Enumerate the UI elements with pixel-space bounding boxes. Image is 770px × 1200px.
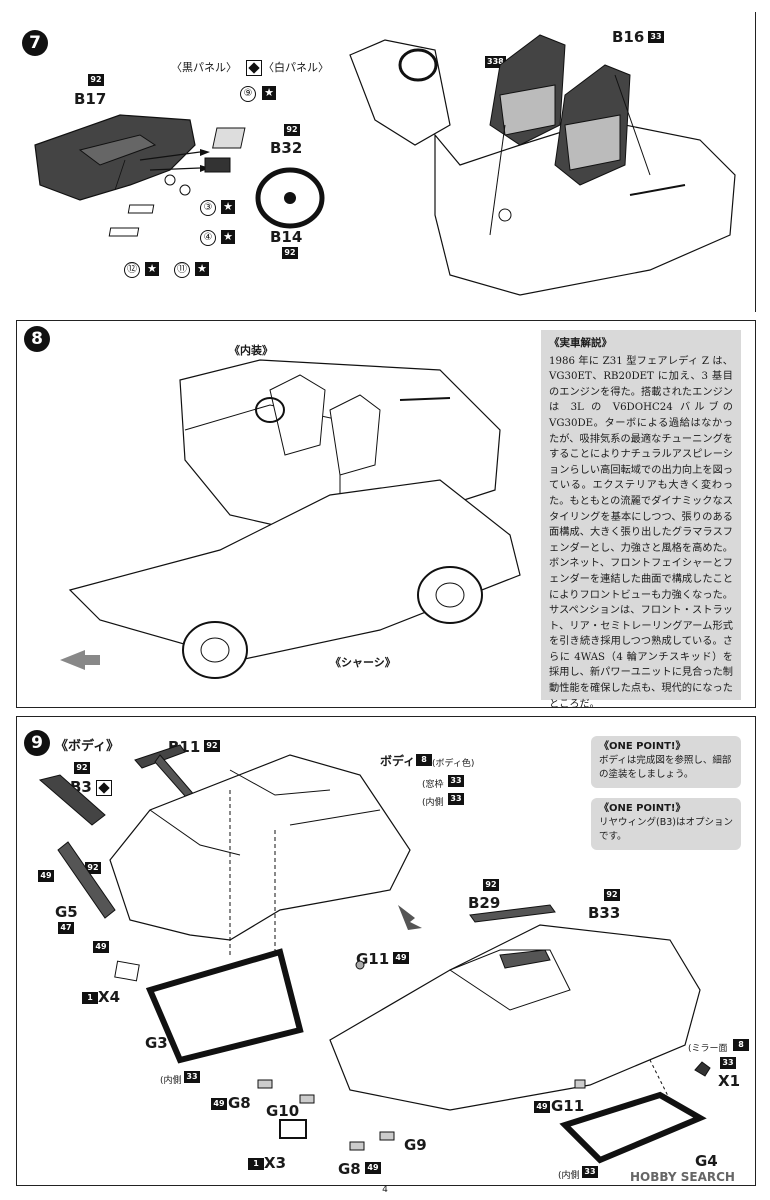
b11-color-code: 92 (204, 740, 220, 752)
part-g3-label: G3 (145, 1034, 168, 1052)
dashboard-illustration (34, 114, 325, 237)
g4-inner-code: 33 (582, 1166, 598, 1178)
b17-color-code: 92 (88, 74, 104, 86)
part-x3-label: X3 (264, 1154, 287, 1172)
part-b14-label: B14 (270, 228, 303, 246)
b33-color-code: 92 (604, 889, 620, 901)
description-title: 《実車解説》 (549, 337, 612, 349)
real-car-description-box: 《実車解説》 1986 年に Z31 型フェアレディ Z は、VG30ET、RB… (541, 330, 741, 710)
g5-color-code-d: 49 (93, 941, 109, 953)
part-g8-top-label: G8 (228, 1094, 251, 1112)
part-x4-label: X4 (98, 988, 121, 1006)
mirror-note: (ミラー面 (688, 1044, 728, 1054)
step-7-number: 7 (22, 30, 48, 56)
one-point-1-text: ボディは完成図を参照し、細部の塗装をしましょう。 (599, 755, 732, 780)
part-g10-label: G10 (266, 1102, 300, 1120)
one-point-box-1: 《ONE POINT!》 ボディは完成図を参照し、細部の塗装をしましょう。 (591, 736, 741, 788)
b3-color-code: 92 (74, 762, 90, 774)
body-color-note: (ボディ色) (432, 759, 475, 769)
part-b33-label: B33 (588, 904, 621, 922)
one-point-2-title: 《ONE POINT!》 (599, 803, 686, 814)
g3-inner-code: 33 (184, 1071, 200, 1083)
g5-color-code-b: 92 (85, 862, 101, 874)
decal-12-marker: ⑫ (124, 262, 140, 278)
part-g4-label: G4 (695, 1152, 718, 1170)
one-point-1-title: 《ONE POINT!》 (599, 741, 686, 752)
white-panel-label: 〈白パネル〉 (263, 61, 329, 74)
body-section-label: 《ボディ》 (55, 739, 120, 754)
part-g9-label: G9 (404, 1136, 427, 1154)
star-icon: ★ (221, 200, 235, 214)
star-icon: ★ (195, 262, 209, 276)
b29-color-code: 92 (483, 879, 499, 891)
decal-4-marker: ④ (200, 230, 216, 246)
inner-note: (内側 (422, 798, 444, 808)
black-white-panel-icon (246, 60, 262, 76)
star-icon: ★ (221, 230, 235, 244)
star-icon: ★ (145, 262, 159, 276)
part-g5-label: G5 (55, 903, 78, 921)
part-x1-label: X1 (718, 1072, 741, 1090)
step-8-number: 8 (24, 326, 50, 352)
decal-3-marker: ③ (200, 200, 216, 216)
b14-color-code: 92 (282, 247, 298, 259)
x4-code: 1 (82, 992, 98, 1004)
g11-top-color-code: 49 (393, 952, 409, 964)
one-point-box-2: 《ONE POINT!》 リヤウィング(B3)はオプションです。 (591, 798, 741, 850)
black-white-panel-icon (96, 780, 112, 796)
x3-code: 1 (248, 1158, 264, 1170)
cockpit-seats-illustration (349, 34, 736, 296)
body-part-label: ボディ (380, 754, 416, 768)
decal-9-marker: ⑨ (240, 86, 256, 102)
description-body: 1986 年に Z31 型フェアレディ Z は、VG30ET、RB20DET に… (549, 355, 733, 710)
part-b32-label: B32 (270, 139, 303, 157)
page-number: 4 (382, 1185, 388, 1195)
chassis-label: 《シャーシ》 (330, 656, 396, 669)
star-icon: ★ (262, 86, 276, 100)
g11-bottom-color-code: 49 (534, 1101, 550, 1113)
part-b16-label: B16 (612, 28, 645, 46)
interior-label: 《内装》 (229, 344, 273, 357)
part-g11-top-label: G11 (356, 950, 390, 968)
part-b17-label: B17 (74, 90, 107, 108)
g3-inner-note: (内側 (160, 1076, 182, 1086)
x1-code: 33 (720, 1057, 736, 1069)
g8-top-color-code: 49 (211, 1098, 227, 1110)
step-9-number: 9 (24, 730, 50, 756)
inner-color-code: 33 (448, 793, 464, 805)
decal-11-marker: ⑪ (174, 262, 190, 278)
g4-inner-note: (内側 (558, 1171, 580, 1181)
window-frame-note: (窓枠 (422, 780, 444, 790)
g5-color-code-a: 49 (38, 870, 54, 882)
one-point-2-text: リヤウィング(B3)はオプションです。 (599, 817, 733, 842)
window-frame-code: 33 (448, 775, 464, 787)
body-assembly-illustration (38, 744, 711, 1164)
mirror-code: 8 (733, 1039, 749, 1051)
interior-chassis-illustration (60, 359, 521, 679)
g5-color-code-c: 47 (58, 922, 74, 934)
b16-color-code: 33 (648, 31, 664, 43)
body-color-code: 8 (416, 754, 432, 766)
g8-bottom-color-code: 49 (365, 1162, 381, 1174)
b32-color-code: 92 (284, 124, 300, 136)
watermark-text: HOBBY SEARCH (630, 1170, 735, 1184)
part-g11-bottom-label: G11 (551, 1097, 585, 1115)
part-b29-label: B29 (468, 894, 501, 912)
black-panel-label: 〈黒パネル〉 (171, 61, 237, 74)
part-g8-bottom-label: G8 (338, 1160, 361, 1178)
